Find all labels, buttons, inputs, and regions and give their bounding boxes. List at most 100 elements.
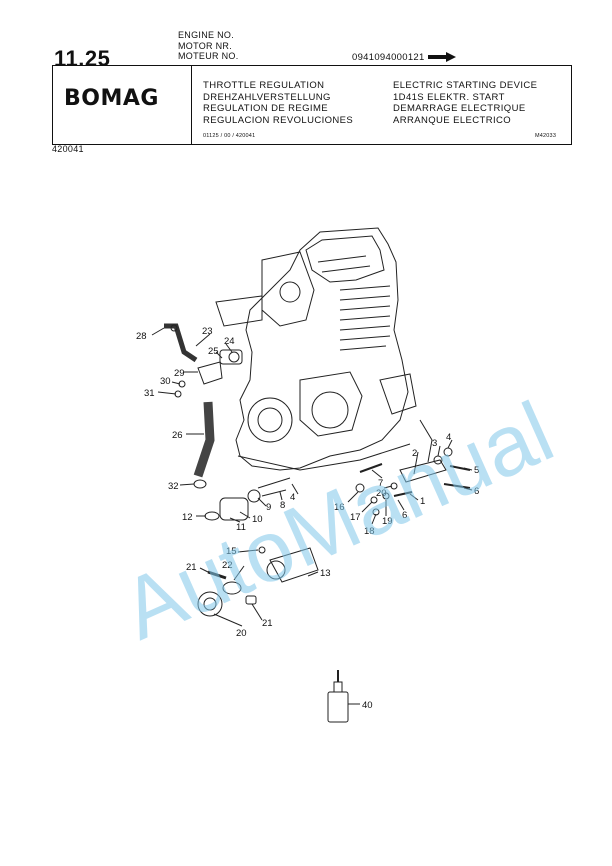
title-left-es: REGULACION REVOLUCIONES [203, 114, 354, 126]
bolt-1 [393, 491, 413, 497]
leader-4 [447, 439, 453, 449]
pin-5 [449, 465, 471, 471]
bracket-plate [261, 251, 315, 327]
engine-label-de: MOTOR NR. [178, 40, 233, 51]
serial-number: 0941094000121 [352, 52, 425, 63]
washer-17 [370, 496, 378, 504]
spring-21-inner [203, 597, 217, 611]
pin-23 [207, 570, 227, 580]
leader-8 [279, 491, 283, 501]
hose-25 [164, 323, 198, 363]
leader-2 [413, 451, 419, 475]
callout-2: 2 [412, 448, 417, 459]
leader-27 [215, 351, 223, 359]
nut-16 [355, 483, 365, 493]
engine-label-en: ENGINE NO. [178, 30, 235, 40]
callout-8: 8 [280, 500, 285, 511]
cylinder-head [305, 235, 385, 283]
cylinder-fins [339, 285, 391, 351]
nut-15 [258, 546, 266, 554]
callout-32: 31 [144, 388, 155, 399]
left-support [215, 295, 263, 327]
leader-5 [463, 467, 473, 471]
engine-label-fr: MOTEUR NO. [178, 51, 239, 61]
callout-4: 4 [446, 432, 451, 443]
title-right-de: 1D41S ELEKTR. START [393, 91, 505, 103]
spring-21 [197, 591, 223, 617]
spring-8 [257, 477, 291, 497]
titles-left: THROTTLE REGULATION DREHZAHLVERSTELLUNG … [203, 80, 353, 126]
leader-9 [257, 497, 267, 507]
leader-24 [251, 603, 263, 621]
title-right-es: ARRANQUE ELECTRICO [393, 114, 512, 126]
leader-26 [225, 343, 233, 353]
leader-1 [409, 493, 419, 501]
callout-19: 19 [382, 516, 393, 527]
title-left-en: THROTTLE REGULATION [203, 80, 325, 91]
base-line [237, 443, 411, 471]
head-fins [317, 255, 371, 273]
callout-13: 13 [320, 568, 331, 579]
leader-21 [213, 613, 243, 627]
leader-18 [371, 513, 377, 525]
lever-13 [269, 547, 319, 583]
leader-33 [179, 483, 195, 486]
leader-6 [463, 487, 473, 491]
callout-4-left: 4 [290, 492, 295, 503]
fitting-26 [228, 351, 240, 363]
callout-16: 16 [334, 502, 345, 513]
bracket-bore [279, 281, 301, 303]
brand-logo: BOMAG [64, 86, 159, 111]
leader-15 [237, 549, 259, 553]
clamp-29 [170, 324, 178, 332]
ref-code: 01125 / 00 / 420041 [203, 133, 256, 139]
callout-23: 21 [186, 562, 197, 573]
bottle-neck [333, 681, 343, 693]
callout-30: 29 [174, 368, 185, 379]
callout-12: 12 [182, 512, 193, 523]
leader-32 [157, 391, 177, 395]
callout-17: 17 [350, 512, 361, 523]
leader-25 [195, 333, 211, 347]
leader-16 [347, 491, 359, 503]
starter-bracket [379, 373, 417, 415]
ring-12 [204, 511, 220, 521]
callout-40: 40 [362, 700, 373, 711]
leader-11 [229, 517, 241, 523]
sleeve-24 [245, 595, 257, 605]
governor-housing [247, 397, 293, 443]
title-right-fr: DEMARRAGE ELECTRIQUE [393, 103, 526, 114]
callout-27: 25 [208, 346, 219, 357]
leader-3 [437, 445, 441, 457]
callout-6: 6 [474, 486, 479, 497]
callout-18: 18 [364, 526, 375, 537]
lever-hub [266, 560, 286, 580]
clamp-33 [193, 479, 207, 489]
hose-28 [193, 401, 215, 478]
page-number: 11.25 [54, 46, 111, 71]
leader-17 [361, 501, 373, 513]
watermark-text: AutoManual [108, 384, 566, 658]
title-left-fr: REGULATION DE REGIME [203, 103, 329, 114]
callout-6-left: 6 [402, 510, 407, 521]
callout-22: 22 [222, 560, 233, 571]
titles-right: ELECTRIC STARTING DEVICE 1D41S ELEKTR. S… [393, 80, 537, 126]
title-left-de: DREHZAHLVERSTELLUNG [203, 91, 331, 103]
callout-25: 23 [202, 326, 213, 337]
callout-15: 15 [226, 546, 237, 557]
lever-arm [419, 419, 433, 463]
bolt-6 [443, 483, 471, 489]
title-right-en: ELECTRIC STARTING DEVICE [393, 80, 538, 91]
leader-6b [397, 499, 405, 511]
callout-7: 7 [378, 478, 383, 489]
leader-29 [151, 327, 165, 336]
header-divider [191, 66, 192, 144]
callout-24: 21 [262, 618, 273, 629]
callout-28: 26 [172, 430, 183, 441]
sealant-bottle-40 [327, 691, 349, 723]
injection-pump [311, 391, 349, 429]
callout-9: 9 [266, 502, 271, 513]
leader-20 [383, 485, 393, 489]
header-box [52, 65, 572, 145]
